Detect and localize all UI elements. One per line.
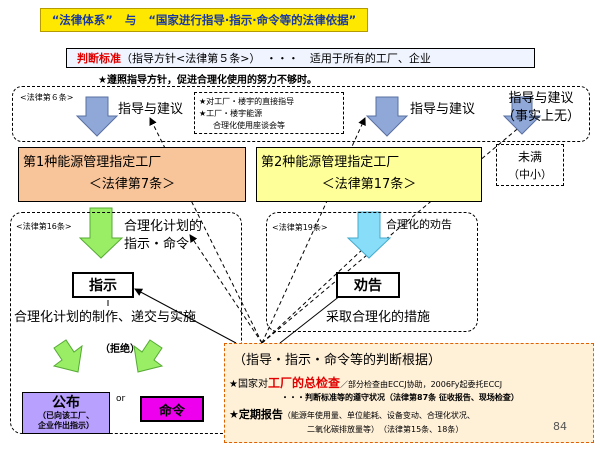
basis-item-1: ★国家对工厂的总检查／部分检查由ECCJ协助，2006Fy起委托ECCJ: [229, 374, 502, 391]
factory-type2-box: 第2种能源管理指定工厂 ＜法律第17条＞: [256, 147, 482, 202]
standard-box: 判断标准 （指导方针<法律第５条>） ・・・ 适用于所有的工厂、企业: [66, 48, 535, 68]
arrow-law16-green: [78, 207, 124, 259]
factory-type1-box: 第1种能源管理指定工厂 ＜法律第7条＞: [18, 147, 246, 202]
dashed-note-1: ★对工厂・楼宇的直接指导: [199, 97, 295, 106]
standard-text: （指导方针<法律第５条>） ・・・ 适用于所有的工厂、企业: [121, 52, 431, 65]
arrow-law19-cyan: [346, 211, 392, 259]
advice-right-line1: 指导与建议: [508, 91, 574, 106]
factory-type2-law: ＜法律第17条＞: [321, 177, 417, 192]
plan-line-2: 指示・命令: [124, 237, 190, 252]
order-box: 命令: [140, 396, 204, 422]
advice-right: 指导与建议 （事实上无）: [496, 90, 586, 126]
publish-sub-2: 企业作出指示）: [38, 421, 94, 430]
advice-right-line2: （事实上无）: [501, 109, 580, 124]
publish-sub-1: （已向该工厂、: [38, 411, 94, 420]
law19-label: <法律第19条>: [272, 223, 328, 232]
page-number: 84: [553, 420, 567, 433]
arrow-law6-left: [75, 96, 119, 137]
edge-basis-to-advise: [261, 234, 379, 344]
advice-mid: 指导与建议: [410, 102, 476, 117]
standard-note: ★遵照指导方针，促进合理化使用的努力不够时。: [98, 75, 317, 86]
basis-item1-sub: ・・・判断标准等的遵守状况（法律第87条 征收报告、现场检查）: [281, 393, 519, 402]
dashed-note-2: ★工厂・楼宇能源: [199, 109, 263, 118]
plan-desc: 合理化计划的制作、递交与实施: [14, 310, 197, 325]
basis-item-2: ★定期报告（能源年使用量、单位能耗、设备变动、合理化状况、: [229, 406, 475, 422]
arrow-law6-right: [502, 96, 542, 135]
dashed-notes-box: ★对工厂・楼宇的直接指导 ★工厂・楼宇能源 合理化使用座谈会等: [194, 92, 344, 134]
dashed-note-3: 合理化使用座谈会等: [213, 121, 285, 130]
standard-label: 判断标准: [77, 52, 121, 65]
title-part-2: 与: [124, 13, 137, 27]
edge-basis-to-instruction: [134, 288, 237, 344]
law6-label: <法律第６条>: [20, 93, 74, 102]
factory-type1-law: ＜法律第7条＞: [88, 177, 176, 192]
small-factory-title: 未满: [517, 150, 542, 164]
advise-label: 合理化的劝告: [386, 218, 452, 231]
arrow-law6-mid: [365, 96, 409, 137]
basis-item1-pre: ★国家对: [229, 379, 268, 390]
basis-title: （指导・指示・命令等的判断根据）: [233, 353, 442, 368]
plan-line-1: 合理化计划的: [124, 219, 203, 234]
edge-basis-to-plan: [189, 234, 263, 344]
factory-type1-title: 第1种能源管理指定工厂: [23, 155, 162, 170]
small-factory-box: 未满 （中小）: [496, 144, 564, 186]
basis-item2-text: （能源年使用量、单位能耗、设备变动、合理化状况、: [282, 411, 475, 420]
measure-label: 采取合理化的措施: [326, 310, 431, 325]
instruction-box: 指示: [72, 272, 134, 298]
basis-item2-text-2: 二氧化碳排放量等） （法律第15条、18条）: [307, 425, 464, 434]
law16-label: <法律第16条>: [16, 222, 72, 231]
plan-instruction-order: 合理化计划的 指示・命令: [124, 218, 202, 254]
edge-basis-to-small: [261, 119, 529, 344]
title-banner: “法律体系” 与 “国家进行指导·指示·命令等的法律依据”: [40, 8, 368, 32]
arrow-to-order: [133, 339, 164, 373]
title-part-3: “国家进行指导·指示·命令等的法律依据”: [148, 13, 357, 27]
basis-item1-highlight: 工厂的总检查: [267, 376, 340, 390]
publish-title: 公布: [52, 395, 80, 411]
left-panel: [10, 212, 242, 434]
factory-type2-title: 第2种能源管理指定工厂: [261, 155, 400, 170]
basis-item1-post: ／部分检查由ECCJ协助，2006Fy起委托ECCJ: [339, 380, 503, 389]
basis-box: （指导・指示・命令等的判断根据） ★国家对工厂的总检查／部分检查由ECCJ协助，…: [224, 343, 594, 443]
refuse-label: （拒绝）: [100, 344, 140, 355]
advice-left: 指导与建议: [118, 102, 184, 117]
arrow-to-publish: [52, 339, 83, 373]
basis-item2-label: ★定期报告: [229, 408, 283, 421]
right-panel: [266, 212, 478, 332]
small-factory-sub: （中小）: [508, 168, 552, 181]
or-label: or: [116, 394, 126, 404]
publish-box: 公布 （已向该工厂、 企业作出指示）: [22, 392, 110, 434]
row1-container: [12, 86, 590, 142]
advise-box: 劝告: [336, 272, 400, 298]
title-part-1: “法律体系”: [51, 13, 113, 27]
